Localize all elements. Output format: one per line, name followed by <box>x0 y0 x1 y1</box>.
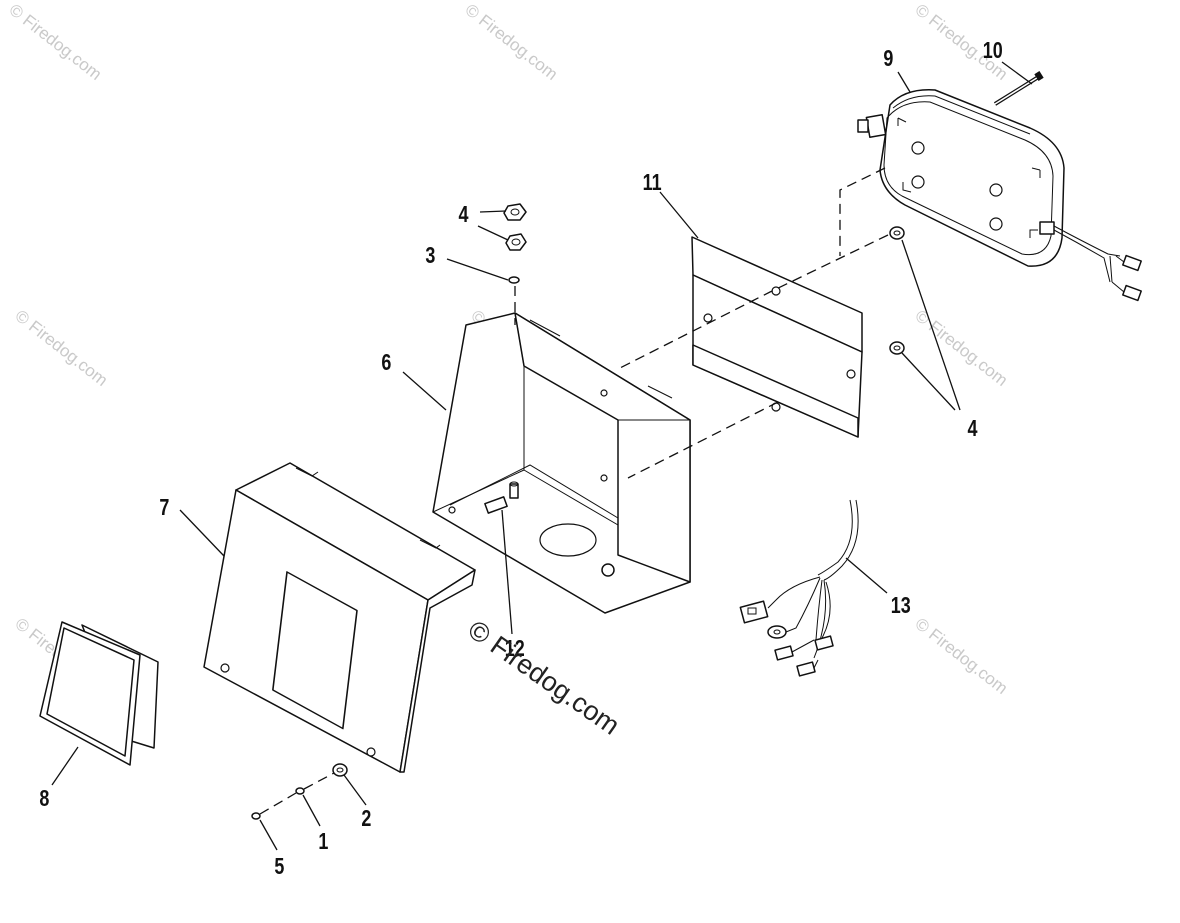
callouts: 4 3 6 7 8 9 10 11 12 4 13 2 1 5 <box>39 38 1002 880</box>
assembly-dashline <box>619 234 889 369</box>
leader-lines <box>51 61 1033 851</box>
part-4-washers-right <box>889 226 905 355</box>
part-4-nuts-top <box>503 203 527 251</box>
watermark-text: © Firedog.com <box>6 0 106 84</box>
callout-7: 7 <box>159 495 169 521</box>
part-8-cap <box>39 621 159 766</box>
callout-2: 2 <box>361 806 371 832</box>
callout-13: 13 <box>891 593 911 619</box>
callout-5: 5 <box>274 854 284 880</box>
callout-4: 4 <box>967 416 977 442</box>
center-watermark: © Firedog.com <box>463 614 626 740</box>
part-13-harness <box>739 499 859 677</box>
watermark-text: © Firedog.com <box>912 614 1012 698</box>
watermark-text: © Firedog.com <box>912 306 1012 390</box>
part-7-cover <box>203 462 476 773</box>
part-3-washer <box>508 276 520 284</box>
assembly-dashline <box>627 401 779 479</box>
part-11-bracket <box>691 236 863 438</box>
callout-1: 1 <box>318 829 328 855</box>
callout-6: 6 <box>381 350 391 376</box>
assembly-dashline <box>839 167 886 256</box>
callout-12: 12 <box>505 636 525 662</box>
part-9-display <box>857 89 1142 302</box>
part-1-lockwasher <box>295 787 305 795</box>
callout-10: 10 <box>983 38 1003 64</box>
callout-11: 11 <box>643 170 662 196</box>
callout-3: 3 <box>425 243 435 269</box>
part-6-housing <box>432 312 691 614</box>
watermark-text: © Firedog.com <box>12 306 112 390</box>
watermark-text: © Firedog.com <box>462 0 562 84</box>
part-2-washer <box>332 763 348 777</box>
part-5-screw <box>251 812 261 820</box>
callout-8: 8 <box>39 786 49 812</box>
part-10-screw <box>993 71 1044 106</box>
callout-4: 4 <box>458 202 468 228</box>
assembly-dashline <box>259 772 335 815</box>
callout-9: 9 <box>883 46 893 72</box>
